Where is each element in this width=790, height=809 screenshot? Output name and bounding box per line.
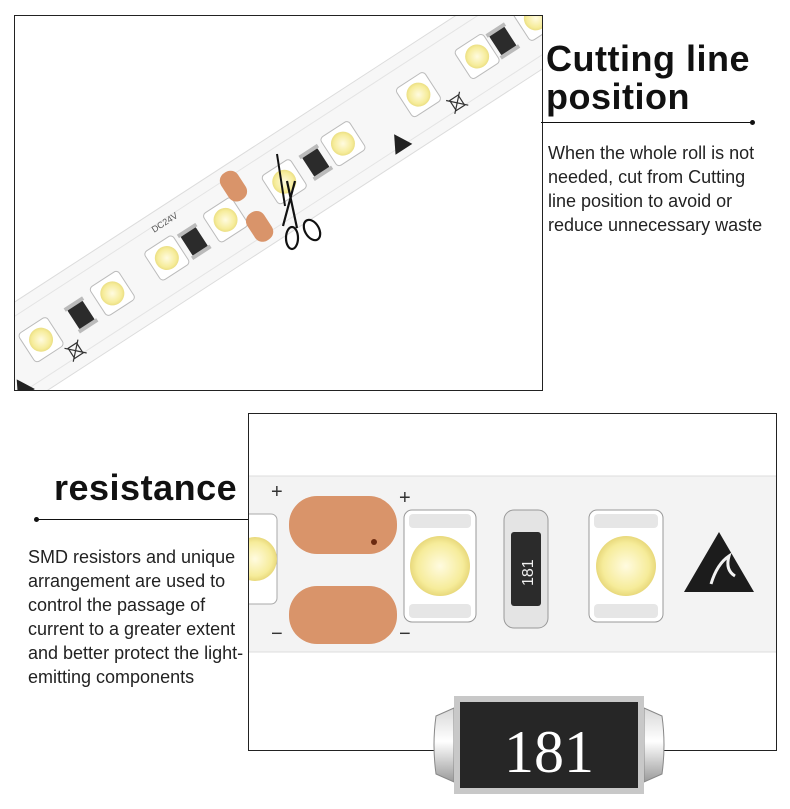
copper-pad-lower: [245, 210, 274, 242]
copper-pad-lower: [289, 586, 397, 644]
chip-endcap-left: [433, 707, 455, 783]
cutting-heading: Cutting line position: [546, 38, 750, 117]
led-chip: [403, 509, 477, 623]
weee-bin-icon: [445, 91, 469, 115]
led-chip: [89, 270, 135, 316]
led-strip-closeup: + + − − 181: [249, 475, 776, 653]
resistor-chip-callout: 181: [432, 694, 666, 796]
smd-resistor: [485, 22, 521, 60]
cutting-description: When the whole roll is not needed, cut f…: [548, 143, 763, 235]
resistance-heading: resistance: [54, 467, 238, 508]
resistance-divider-dot: [34, 517, 39, 522]
resistance-photo-panel: + + − − 181: [248, 413, 777, 751]
smd-resistor: [176, 222, 212, 260]
esd-warning-icon: [394, 134, 413, 155]
plus-marking: +: [271, 481, 283, 503]
led-chip: [203, 197, 249, 243]
minus-marking: −: [271, 623, 283, 645]
resistance-description: SMD resistors and unique arrangement are…: [28, 547, 244, 687]
scissors-icon: [281, 180, 322, 251]
led-chip: [588, 509, 664, 623]
led-chip: [261, 159, 307, 205]
cutting-divider-dot: [750, 120, 755, 125]
led-chip: [513, 16, 542, 41]
led-strip-diagonal: DC24V: [15, 16, 542, 390]
esd-warning-icon: [16, 379, 35, 390]
minus-marking: −: [399, 623, 411, 645]
led-chip: [18, 317, 64, 363]
led-chip: [454, 33, 500, 79]
cutting-line: [276, 153, 286, 207]
led-chip: [395, 72, 441, 118]
led-chip: [144, 235, 190, 281]
chip-endcap-right: [643, 707, 665, 783]
led-chip: [320, 121, 366, 167]
weee-bin-icon: [64, 339, 87, 362]
cutting-divider: [541, 122, 752, 123]
resistance-divider: [38, 519, 248, 520]
cutting-photo-panel: DC24V: [14, 15, 543, 391]
chip-body: [460, 702, 638, 788]
smd-resistor: [63, 296, 99, 334]
esd-warning-icon: [684, 532, 754, 592]
led-chip: [249, 513, 278, 605]
smd-resistor: [298, 143, 334, 181]
chip-code: 181: [504, 719, 594, 785]
copper-pad-upper: [289, 496, 397, 554]
copper-pad-upper: [219, 170, 248, 202]
plus-marking: +: [399, 487, 411, 509]
smd-resistor: 181: [503, 509, 549, 629]
resistor-code-marking: 181: [520, 559, 537, 586]
